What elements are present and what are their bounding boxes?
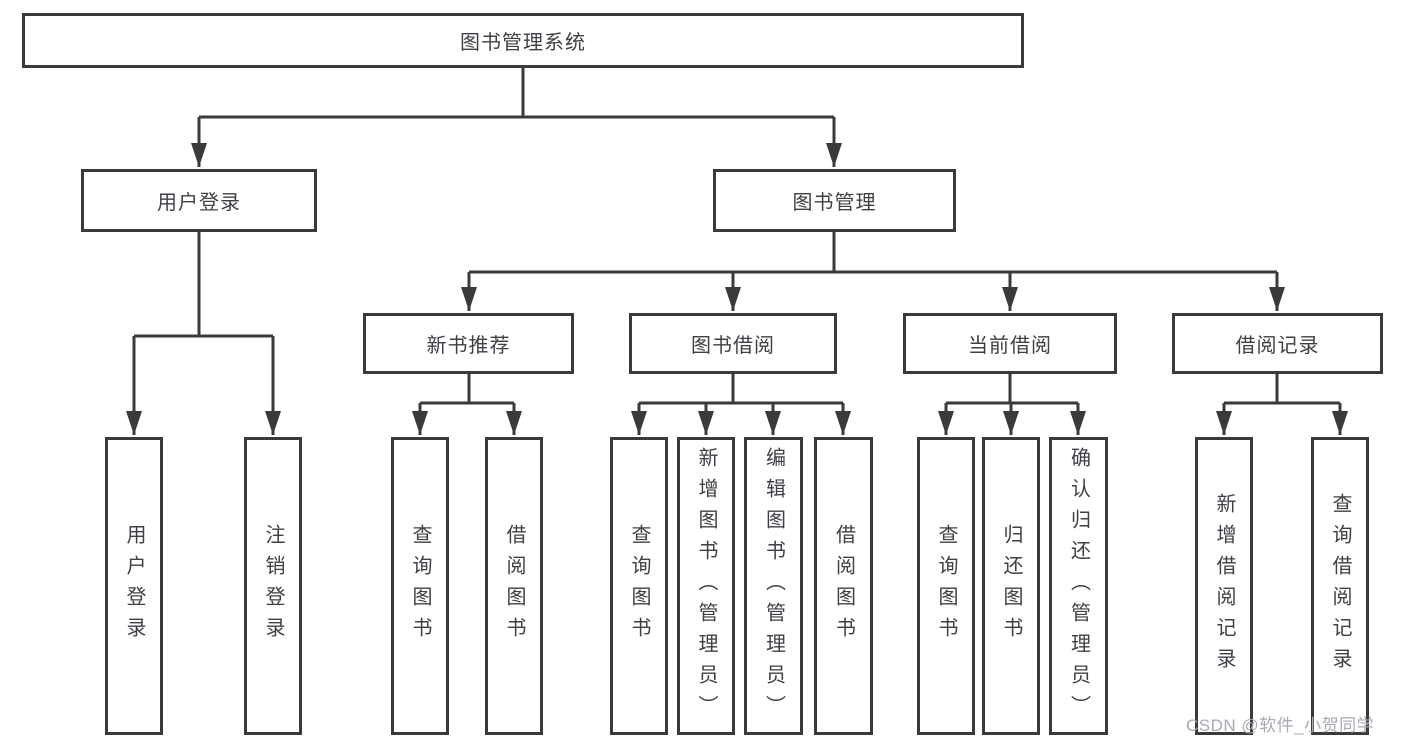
leaf-borrow-books-1: 借阅图书: [485, 437, 543, 735]
leaf-query-books-2: 查询图书: [610, 437, 668, 735]
node-current-borrow: 当前借阅: [903, 313, 1117, 374]
leaf-query-books-1-label: 查询图书: [409, 524, 431, 648]
leaf-return-books-label: 归还图书: [1000, 524, 1022, 648]
leaf-query-books-2-label: 查询图书: [628, 524, 650, 648]
leaf-add-borrow-record: 新增借阅记录: [1195, 437, 1253, 735]
node-user-login: 用户登录: [81, 169, 317, 232]
leaf-logout-label: 注销登录: [262, 524, 284, 648]
leaf-query-books-3-label: 查询图书: [935, 524, 957, 648]
node-root-system: 图书管理系统: [22, 13, 1024, 68]
leaf-confirm-return-admin-label: 确认归还（管理员）: [1067, 446, 1090, 726]
leaf-add-borrow-record-label: 新增借阅记录: [1213, 493, 1235, 679]
node-book-management: 图书管理: [713, 169, 956, 232]
leaf-edit-books-admin: 编辑图书（管理员）: [744, 437, 803, 735]
leaf-return-books: 归还图书: [982, 437, 1040, 735]
leaf-query-borrow-record: 查询借阅记录: [1311, 437, 1369, 735]
leaf-query-books-1: 查询图书: [391, 437, 449, 735]
leaf-borrow-books-2-label: 借阅图书: [832, 524, 855, 648]
node-book-borrow: 图书借阅: [629, 313, 837, 374]
leaf-add-books-admin-label: 新增图书（管理员）: [695, 446, 717, 726]
leaf-borrow-books-1-label: 借阅图书: [503, 524, 525, 648]
leaf-confirm-return-admin: 确认归还（管理员）: [1049, 437, 1108, 735]
leaf-add-books-admin: 新增图书（管理员）: [677, 437, 735, 735]
leaf-query-borrow-record-label: 查询借阅记录: [1329, 493, 1351, 679]
leaf-logout: 注销登录: [244, 437, 302, 735]
csdn-watermark: CSDN @软件_小贺同学: [1186, 716, 1375, 735]
leaf-edit-books-admin-label: 编辑图书（管理员）: [762, 446, 785, 726]
node-new-book-recommend: 新书推荐: [363, 313, 574, 374]
leaf-user-login: 用户登录: [105, 437, 163, 735]
leaf-query-books-3: 查询图书: [917, 437, 975, 735]
leaf-user-login-label: 用户登录: [123, 524, 145, 648]
leaf-borrow-books-2: 借阅图书: [814, 437, 873, 735]
node-borrow-records: 借阅记录: [1172, 313, 1383, 374]
